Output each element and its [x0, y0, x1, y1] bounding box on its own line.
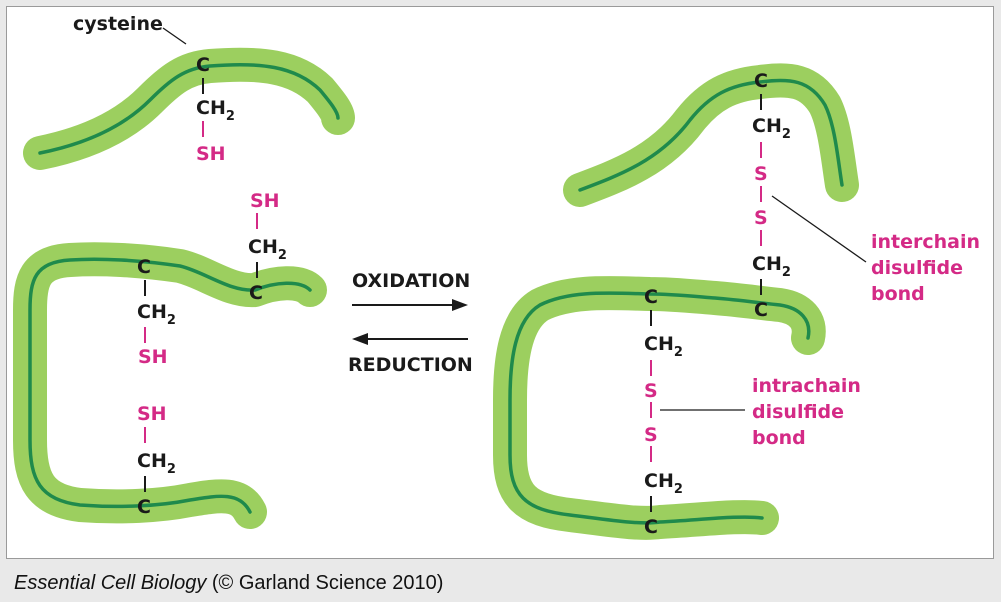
svg-text:S: S — [644, 424, 658, 446]
svg-text:CH2: CH2 — [196, 97, 235, 124]
svg-text:SH: SH — [250, 190, 280, 212]
left-top-cysteine: cysteine C CH2 SH — [73, 13, 235, 165]
svg-text:CH2: CH2 — [752, 253, 791, 280]
interchain-label-line2: disulfide — [871, 257, 963, 279]
carbon-label: C — [196, 54, 210, 76]
svg-text:CH2: CH2 — [248, 236, 287, 263]
cysteine-pointer — [162, 27, 187, 45]
right-intrachain-bridge: C CH2 S S CH2 C intrachain disulfide bon… — [644, 286, 861, 538]
svg-text:CH2: CH2 — [137, 450, 176, 477]
oxidation-arrowhead — [452, 299, 468, 311]
right-interchain-bridge: C CH2 S S CH2 C interchain disulfide bon… — [752, 70, 980, 321]
svg-text:C: C — [137, 496, 151, 518]
interchain-pointer — [771, 195, 867, 263]
intrachain-label-line3: bond — [752, 427, 806, 449]
svg-text:CH2: CH2 — [644, 333, 683, 360]
svg-text:CH2: CH2 — [644, 470, 683, 497]
reduction-label: REDUCTION — [348, 354, 473, 376]
caption-credit: (© Garland Science 2010) — [206, 572, 444, 594]
oxidation-label: OXIDATION — [352, 270, 470, 292]
cysteine-label: cysteine — [73, 13, 163, 35]
left-cysteine-upper-right: SH CH2 C — [248, 190, 287, 304]
interchain-label-line3: bond — [871, 283, 925, 305]
svg-text:S: S — [754, 207, 768, 229]
right-top-chain — [563, 63, 859, 207]
book-title: Essential Cell Biology — [14, 572, 207, 594]
svg-text:C: C — [137, 256, 151, 278]
left-bottom-chain — [13, 242, 327, 529]
left-top-chain — [23, 47, 355, 170]
reduction-arrowhead — [352, 333, 368, 345]
svg-text:SH: SH — [138, 346, 168, 368]
svg-text:S: S — [644, 380, 658, 402]
svg-text:C: C — [249, 282, 263, 304]
sulfhydryl-label: SH — [196, 143, 226, 165]
svg-text:CH2: CH2 — [137, 301, 176, 328]
right-bottom-chain — [493, 276, 826, 540]
intrachain-label-line2: disulfide — [752, 401, 844, 423]
left-cysteine-upper-left: C CH2 SH — [137, 256, 176, 368]
interchain-label-line1: interchain — [871, 231, 980, 253]
svg-text:CH2: CH2 — [752, 115, 791, 142]
svg-text:C: C — [754, 299, 768, 321]
svg-text:SH: SH — [137, 403, 167, 425]
svg-text:S: S — [754, 163, 768, 185]
svg-text:C: C — [644, 286, 658, 308]
svg-text:C: C — [754, 70, 768, 92]
svg-text:C: C — [644, 516, 658, 538]
figure-caption: Essential Cell Biology (© Garland Scienc… — [14, 572, 443, 595]
intrachain-label-line1: intrachain — [752, 375, 861, 397]
reaction-arrows: OXIDATION REDUCTION — [348, 270, 473, 376]
left-cysteine-lower: SH CH2 C — [137, 403, 176, 518]
